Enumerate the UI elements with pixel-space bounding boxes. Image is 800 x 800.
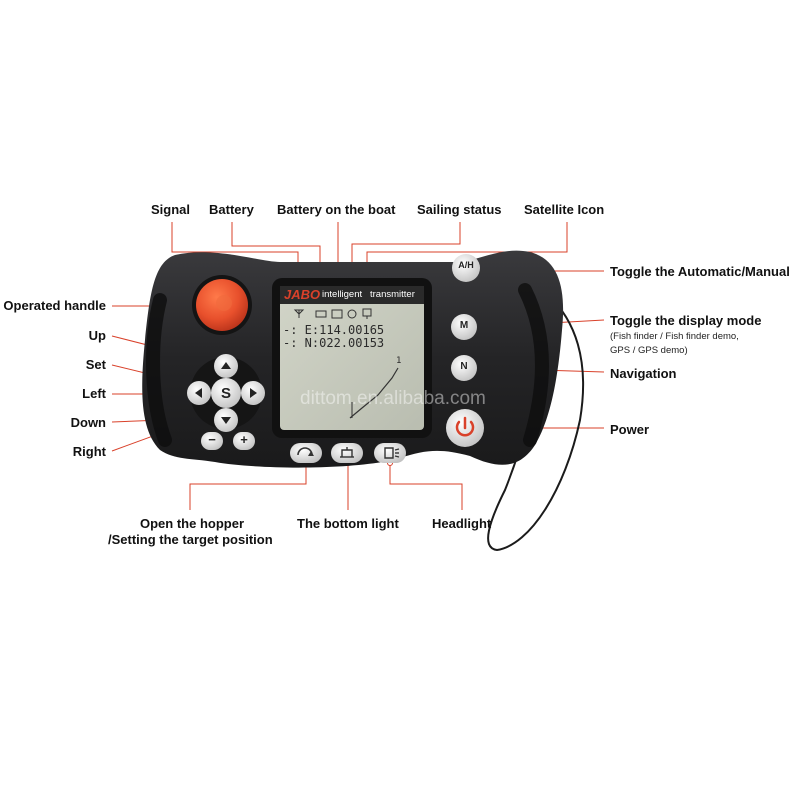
label-signal: Signal <box>151 202 190 217</box>
label-battery-boat: Battery on the boat <box>277 202 395 217</box>
label-bottom-light: The bottom light <box>297 516 399 531</box>
hopper-button[interactable] <box>290 443 322 463</box>
brand-subtitle-left: intelligent <box>322 289 362 300</box>
lcd-line-north: -: N:022.00153 <box>283 336 384 350</box>
label-set: Set <box>0 357 106 372</box>
label-right: Right <box>0 444 106 459</box>
label-satellite-icon: Satellite Icon <box>524 202 604 217</box>
label-battery: Battery <box>209 202 254 217</box>
lcd-line-east: -: E:114.00165 <box>283 323 384 337</box>
label-setting-target: /Setting the target position <box>108 532 273 547</box>
plus-label: + <box>233 432 255 447</box>
brand-subtitle-right: transmitter <box>370 289 415 300</box>
label-down: Down <box>0 415 106 430</box>
label-left: Left <box>0 386 106 401</box>
minus-label: − <box>201 432 223 447</box>
label-power: Power <box>610 422 649 437</box>
display-mode-label: M <box>452 320 476 331</box>
label-toggle-display-sub1: (Fish finder / Fish finder demo, <box>610 330 739 344</box>
label-headlight: Headlight <box>432 516 491 531</box>
bottom-light-button[interactable] <box>331 443 363 463</box>
lcd-trace-label: 1 <box>396 356 401 366</box>
label-navigation: Navigation <box>610 366 676 381</box>
handle-highlight <box>216 295 232 311</box>
auto-manual-label: A/H <box>452 260 480 270</box>
label-operated-handle: Operated handle <box>0 298 106 313</box>
label-toggle-display: Toggle the display mode <box>610 313 761 328</box>
label-sailing-status: Sailing status <box>417 202 502 217</box>
watermark: dittom.en.alibaba.com <box>300 388 486 410</box>
label-up: Up <box>0 328 106 343</box>
brand-logo: JABO <box>284 287 320 302</box>
label-toggle-display-sub2: GPS / GPS demo) <box>610 344 688 358</box>
set-label: S <box>214 385 238 402</box>
navigation-label: N <box>452 361 476 372</box>
headlight-button[interactable] <box>374 443 406 463</box>
label-open-hopper: Open the hopper <box>140 516 244 531</box>
label-toggle-auto: Toggle the Automatic/Manual <box>610 264 790 279</box>
